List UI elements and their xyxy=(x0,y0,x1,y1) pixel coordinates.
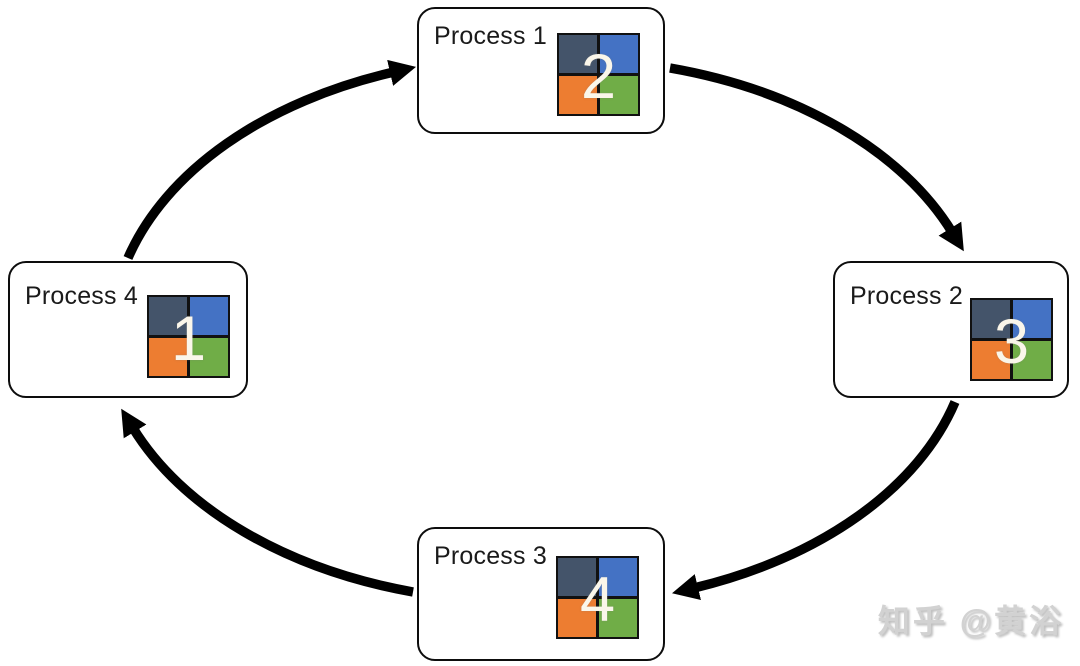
watermark: 知乎 @黄浴 xyxy=(877,603,1064,639)
grid-cell-bottom-right xyxy=(598,598,637,637)
process-2-box: Process 2 3 xyxy=(833,261,1069,398)
grid-cell-bottom-left xyxy=(149,337,188,376)
grid-cell-bottom-right xyxy=(189,337,228,376)
process-4-label: Process 4 xyxy=(25,282,138,310)
grid-cell-top-left xyxy=(559,35,598,74)
grid-cell-bottom-left xyxy=(972,340,1011,379)
grid-cell-bottom-left xyxy=(558,598,597,637)
process-2-label: Process 2 xyxy=(850,282,963,310)
process-3-data-grid: 4 xyxy=(556,556,639,639)
grid-cell-top-right xyxy=(1012,300,1051,339)
grid-cell-top-right xyxy=(599,35,638,74)
grid-cell-top-left xyxy=(149,297,188,336)
grid-cell-top-left xyxy=(558,558,597,597)
arrow-p4-to-p1-icon xyxy=(123,59,417,260)
grid-cell-bottom-right xyxy=(1012,340,1051,379)
process-2-data-grid: 3 xyxy=(970,298,1053,381)
grid-cell-top-right xyxy=(598,558,637,597)
grid-cell-top-right xyxy=(189,297,228,336)
process-3-box: Process 3 4 xyxy=(417,527,665,661)
process-1-box: Process 1 2 xyxy=(417,7,665,134)
grid-cell-bottom-right xyxy=(599,75,638,114)
arrow-p1-to-p2-icon xyxy=(669,63,964,252)
arrow-p2-to-p3-icon xyxy=(672,400,960,600)
process-1-data-grid: 2 xyxy=(557,33,640,116)
grid-cell-bottom-left xyxy=(559,75,598,114)
grid-cell-top-left xyxy=(972,300,1011,339)
process-4-box: Process 4 1 xyxy=(8,261,248,398)
arrow-p3-to-p4-icon xyxy=(121,408,414,597)
process-4-data-grid: 1 xyxy=(147,295,230,378)
process-3-label: Process 3 xyxy=(434,542,547,570)
process-1-label: Process 1 xyxy=(434,22,547,50)
